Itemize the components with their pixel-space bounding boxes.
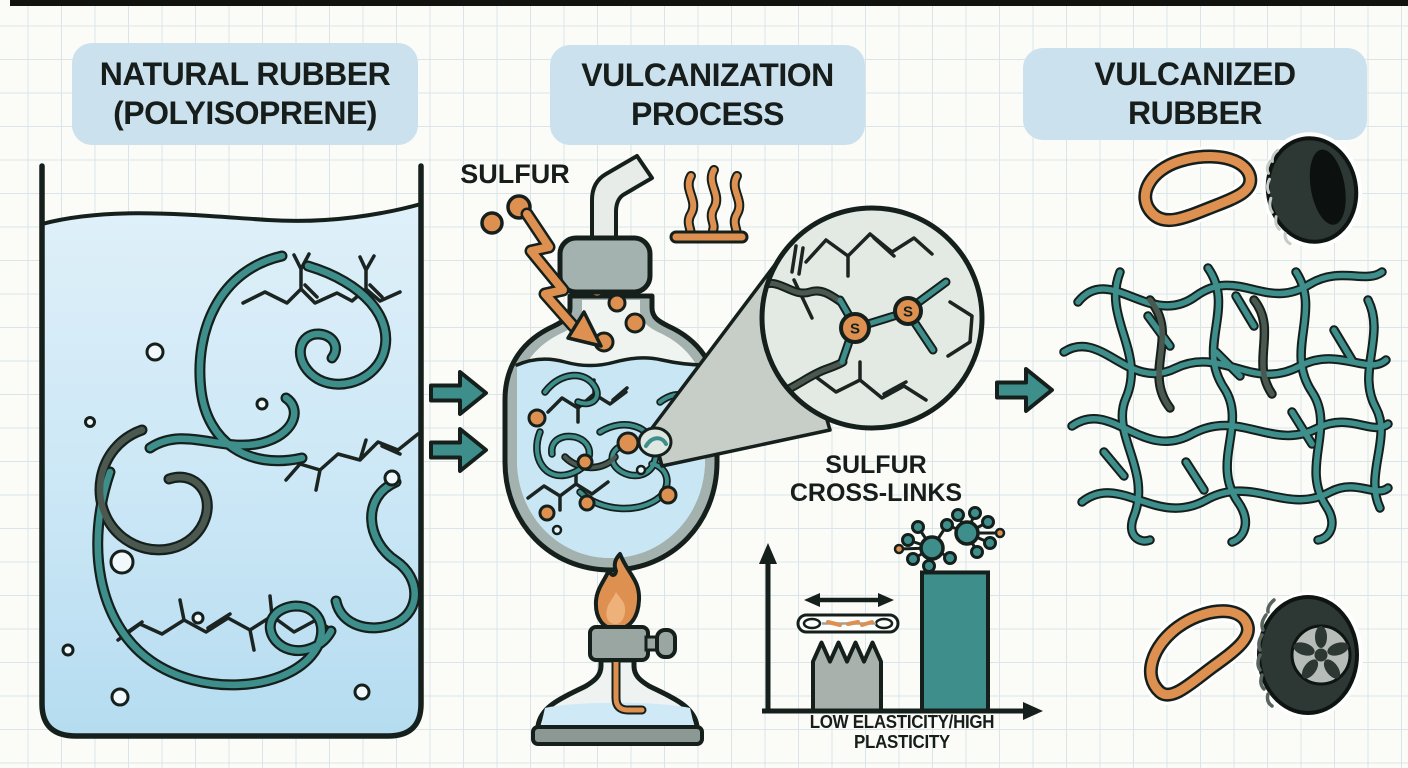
top-black-bar bbox=[10, 0, 1408, 6]
magnifier-crosslink-view: S S bbox=[637, 205, 985, 468]
sulfur-feed bbox=[480, 194, 603, 348]
bubbles bbox=[61, 342, 401, 707]
zigzag-arrowhead bbox=[566, 310, 603, 348]
crosslinked-network bbox=[1064, 268, 1388, 542]
chart-x-axis-label: LOW ELASTICITY/HIGH PLASTICITY bbox=[809, 712, 995, 752]
burner-valve bbox=[588, 625, 650, 662]
title-line2: (POLYISOPRENE) bbox=[113, 95, 377, 131]
sulfur-atom bbox=[839, 312, 871, 344]
title-natural-rubber: NATURAL RUBBER (POLYISOPRENE) bbox=[72, 43, 418, 145]
spirit-burner bbox=[531, 552, 704, 746]
valve-knob bbox=[655, 628, 677, 659]
sulfur-crosslinks-label: SULFUR CROSS-LINKS bbox=[789, 451, 963, 507]
tire-top bbox=[1261, 132, 1363, 248]
process-arrows bbox=[429, 370, 488, 473]
bar-crosslinked bbox=[920, 570, 990, 714]
sulfur-spheres-inside bbox=[527, 279, 678, 522]
rubber-band-top bbox=[1135, 146, 1261, 231]
sulfur-symbol: S bbox=[903, 304, 913, 321]
stretched-rubber-band bbox=[796, 593, 900, 634]
flask-spout bbox=[590, 154, 654, 242]
sulfur-label: SULFUR bbox=[460, 159, 570, 189]
rubber-band-bottom bbox=[1141, 601, 1258, 705]
right-arrow-icon bbox=[995, 367, 1054, 413]
heat-icon bbox=[669, 165, 749, 244]
result-arrow bbox=[995, 367, 1054, 413]
title-line2: PROCESS bbox=[631, 96, 784, 132]
sulfur-sphere bbox=[480, 211, 504, 235]
title-vulcanization-process: VULCANIZATION PROCESS bbox=[550, 45, 865, 145]
elasticity-chart bbox=[759, 506, 1043, 720]
polyisoprene-formula bbox=[116, 252, 420, 652]
title-line1: VULCANIZED bbox=[1094, 55, 1296, 92]
sulfur-symbol: S bbox=[850, 321, 860, 338]
title-line1: VULCANIZATION bbox=[581, 56, 834, 93]
reaction-flask bbox=[502, 154, 720, 573]
latex-beaker bbox=[39, 163, 424, 739]
title-vulcanized-rubber: VULCANIZED RUBBER bbox=[1023, 48, 1367, 140]
crosslinked-molecule bbox=[893, 506, 1006, 573]
right-arrow-icon bbox=[429, 427, 488, 473]
burner-fuel bbox=[541, 702, 694, 725]
right-arrow-icon bbox=[429, 370, 488, 416]
burner-base bbox=[531, 725, 704, 746]
sulfur-atom bbox=[893, 296, 923, 326]
title-line2: RUBBER bbox=[1128, 95, 1262, 131]
title-line1: NATURAL RUBBER bbox=[99, 55, 391, 92]
bar-uncrosslinked bbox=[811, 640, 883, 713]
flask-cap bbox=[557, 235, 653, 295]
wheel-bottom bbox=[1253, 592, 1363, 718]
